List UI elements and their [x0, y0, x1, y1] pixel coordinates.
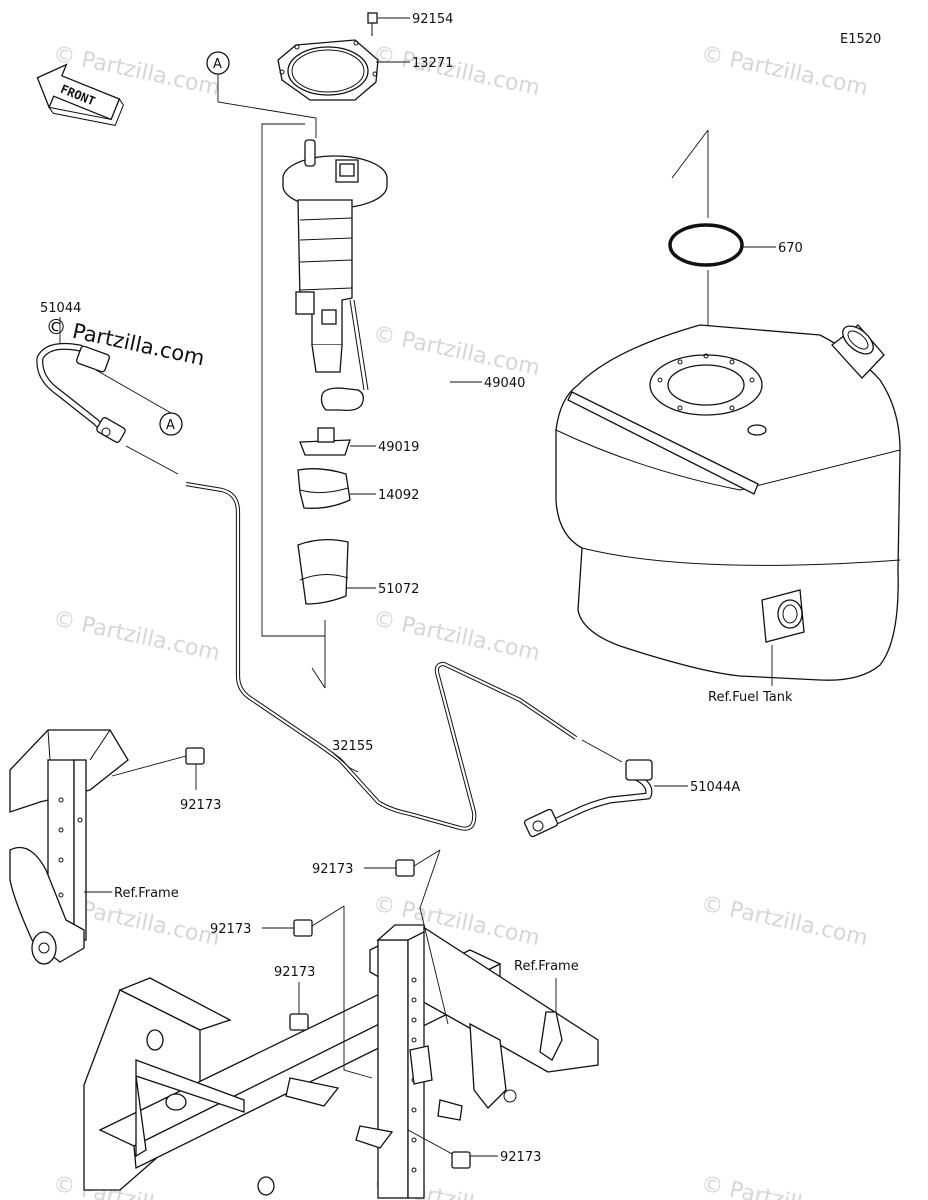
- cover-51072: [297, 538, 376, 605]
- callout-92173-left: 92173: [180, 798, 221, 813]
- watermark: © Partzilla.com: [371, 41, 542, 101]
- watermark: © Partzilla.com: [371, 321, 542, 381]
- bracket-49040: [261, 123, 325, 637]
- callout-49019: 49019: [378, 440, 419, 455]
- callout-51072: 51072: [378, 582, 419, 597]
- fuel-hose-51044a: [523, 739, 688, 838]
- fuel-tank: [555, 324, 901, 686]
- filter-49019: [299, 427, 376, 456]
- callout-670: 670: [778, 241, 803, 256]
- o-ring-shape: [668, 223, 744, 267]
- clip-92173-mid: [262, 905, 345, 937]
- partzilla-stamp-text: © Partzilla.com: [43, 313, 207, 370]
- ref-frame-bottom-label: Ref.Frame: [514, 959, 579, 974]
- fuel-hose-51044: [36, 317, 179, 475]
- callout-51044a: 51044A: [690, 780, 740, 795]
- callout-32155: 32155: [332, 739, 373, 754]
- ref-frame-left-label: Ref.Frame: [114, 886, 179, 901]
- gasket-13271: [277, 39, 410, 101]
- clip-92173-bottom: [451, 1151, 498, 1169]
- watermark: © Partzilla.com: [699, 891, 870, 951]
- callout-92173-mid: 92173: [210, 922, 251, 937]
- frame-left: [9, 729, 129, 965]
- callout-92173-bottom: 92173: [500, 1150, 541, 1165]
- fuel-pump-assembly: [282, 139, 388, 412]
- fuel-line-32155: [185, 481, 578, 831]
- watermark: © Partzilla.com: [371, 606, 542, 666]
- reference-a-left-letter: A: [166, 418, 175, 433]
- callout-14092: 14092: [378, 488, 419, 503]
- frame-bottom: [83, 849, 599, 1199]
- callout-13271: 13271: [412, 56, 453, 71]
- ref-fuel-tank-label: Ref.Fuel Tank: [708, 690, 793, 705]
- diagram-code: E1520: [840, 32, 881, 47]
- callout-92154: 92154: [412, 12, 453, 27]
- reference-a-top: A: [206, 51, 317, 138]
- callout-92173-mid-upper: 92173: [312, 862, 353, 877]
- watermark: © Partzilla.com: [51, 606, 222, 666]
- clip-92173-left: [111, 747, 205, 790]
- callout-51044: 51044: [40, 301, 81, 316]
- bolt-92154: [367, 12, 410, 36]
- reference-a-left: A: [95, 369, 183, 436]
- clip-92173-mid-upper: [364, 849, 441, 877]
- watermark: © Partzilla.com: [699, 41, 870, 101]
- watermark: © Partzilla.com: [699, 1171, 870, 1200]
- o-ring-670: [668, 129, 776, 368]
- callout-49040: 49040: [484, 376, 525, 391]
- partzilla-stamp: © Partzilla.com: [43, 313, 207, 370]
- clip-92173-lower: [289, 982, 309, 1031]
- reference-a-top-letter: A: [213, 57, 222, 72]
- holder-14092: [297, 468, 376, 509]
- callout-92173-lower: 92173: [274, 965, 315, 980]
